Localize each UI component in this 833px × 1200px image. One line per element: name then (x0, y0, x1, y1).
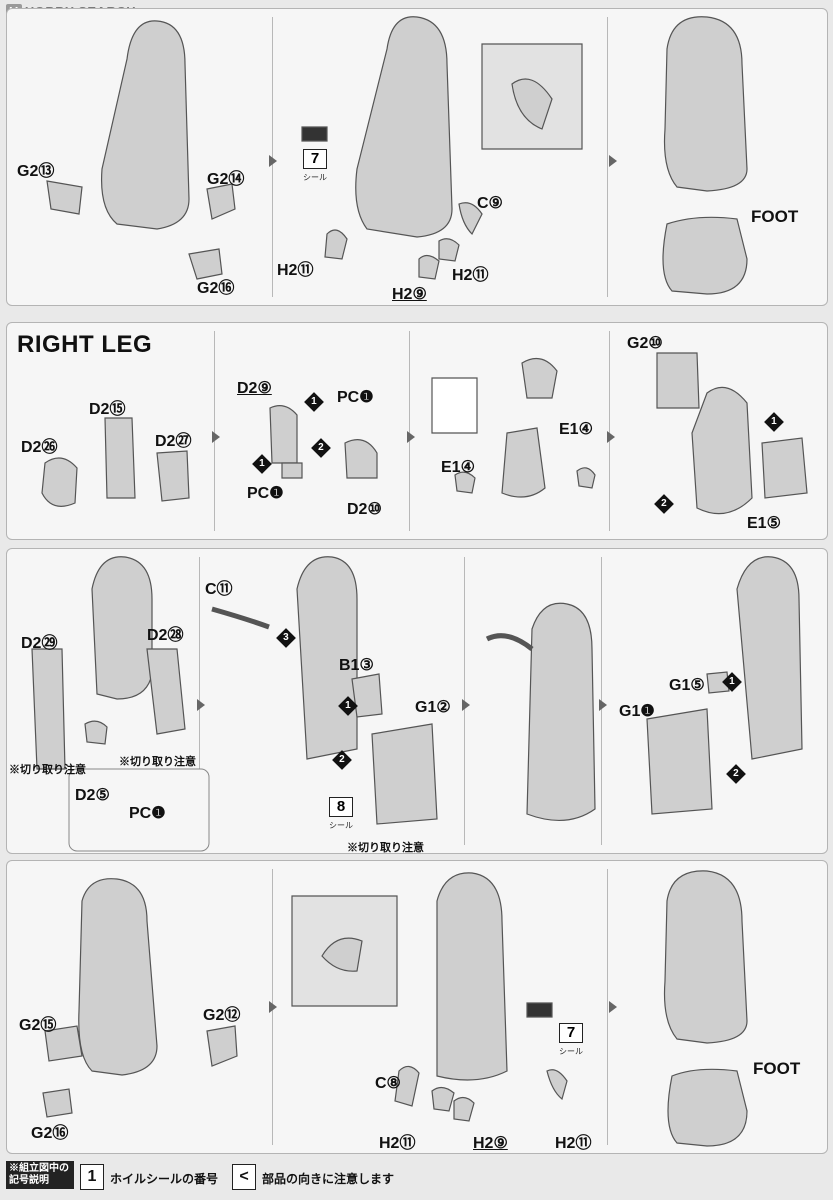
part-label: H2⑪ (277, 262, 314, 279)
caution-note: ※切り取り注意 (9, 764, 86, 776)
panel-row-1: G2⑬ G2⑭ G2⑯ 7 シール C⑨ H2⑪ H2⑨ H2⑪ FOOT (6, 8, 828, 306)
legend-direction-desc: 部品の向きに注意します (262, 1172, 395, 1186)
part-label: E1⑤ (747, 515, 781, 532)
part-label: H2⑨ (473, 1135, 508, 1152)
panel-row-2: RIGHT LEG D2⑮ D2㉖ D2㉗ D2⑨ PC❶ PC❶ D2⑩ 1 … (6, 322, 828, 540)
step-arrow-icon (269, 1001, 277, 1013)
part-label: D2㉖ (21, 439, 58, 456)
part-label: G2⑩ (627, 335, 663, 352)
caution-note: ※切り取り注意 (119, 756, 196, 768)
part-label: D2⑮ (89, 401, 126, 418)
sticker-number: 8 (329, 797, 353, 817)
legend-heading: ※組立図中の記号説明 (6, 1161, 74, 1189)
section-title: RIGHT LEG (17, 331, 153, 358)
part-label: C⑧ (375, 1075, 401, 1092)
part-label: E1④ (559, 421, 593, 438)
step-arrow-icon (212, 431, 220, 443)
step-arrow-icon (269, 155, 277, 167)
part-label: D2⑨ (237, 380, 272, 397)
step-arrow-icon (599, 699, 607, 711)
part-label: E1④ (441, 459, 475, 476)
part-label: G2⑯ (197, 280, 235, 297)
step-arrow-icon (197, 699, 205, 711)
part-label: D2⑩ (347, 501, 382, 518)
leg-parts-illustration (41, 352, 808, 515)
part-label: D2⑤ (75, 787, 110, 804)
symbol-legend: ※組立図中の記号説明 1 ホイルシールの番号 < 部品の向きに注意します (0, 1158, 833, 1200)
leg-assembly-illustration (42, 870, 748, 1147)
part-label: D2㉗ (155, 433, 192, 450)
step-arrow-icon (609, 155, 617, 167)
part-label: C⑪ (205, 581, 233, 598)
part-label: G2⑬ (17, 163, 55, 180)
part-label: G2⑯ (31, 1125, 69, 1142)
part-label: H2⑪ (379, 1135, 416, 1152)
step-arrow-icon (407, 431, 415, 443)
foot-label: FOOT (753, 1059, 801, 1078)
part-label: PC❶ (337, 389, 374, 406)
part-label: H2⑨ (392, 286, 427, 303)
panel-row-4: G2⑮ G2⑫ G2⑯ 7 シール C⑧ H2⑪ H2⑨ H2⑪ FOOT (6, 860, 828, 1154)
part-label: G2⑭ (207, 171, 245, 188)
step-arrow-icon (607, 431, 615, 443)
legend-direction-symbol: < (232, 1164, 256, 1190)
part-label: G1❶ (619, 703, 655, 720)
leg-assembly-illustration (46, 16, 748, 295)
part-label: G2⑮ (19, 1017, 57, 1034)
caution-note: ※切り取り注意 (347, 842, 424, 854)
sticker-caption: シール (303, 173, 327, 182)
part-label: G1② (415, 699, 451, 716)
part-label: G2⑫ (203, 1007, 241, 1024)
part-label: D2㉘ (147, 627, 184, 644)
panel-row-3: D2㉙ D2㉘ ※切り取り注意 ※切り取り注意 D2⑤ PC❶ C⑪ B1③ G… (6, 548, 828, 854)
part-label: H2⑪ (555, 1135, 592, 1152)
sticker-caption: シール (559, 1047, 583, 1056)
sticker-caption: シール (329, 821, 353, 830)
sticker-number: 7 (559, 1023, 583, 1043)
step-arrow-icon (609, 1001, 617, 1013)
part-label: D2㉙ (21, 635, 58, 652)
leg-frame-illustration (31, 556, 803, 852)
part-label: PC❶ (247, 485, 284, 502)
part-label: H2⑪ (452, 267, 489, 284)
legend-sticker-symbol: 1 (80, 1164, 104, 1190)
part-label: G1⑤ (669, 677, 705, 694)
legend-sticker-desc: ホイルシールの番号 (110, 1172, 219, 1186)
foot-label: FOOT (751, 207, 799, 226)
step-arrow-icon (462, 699, 470, 711)
part-label: B1③ (339, 657, 374, 674)
part-label: PC❶ (129, 805, 166, 822)
sticker-number: 7 (303, 149, 327, 169)
part-label: C⑨ (477, 195, 503, 212)
